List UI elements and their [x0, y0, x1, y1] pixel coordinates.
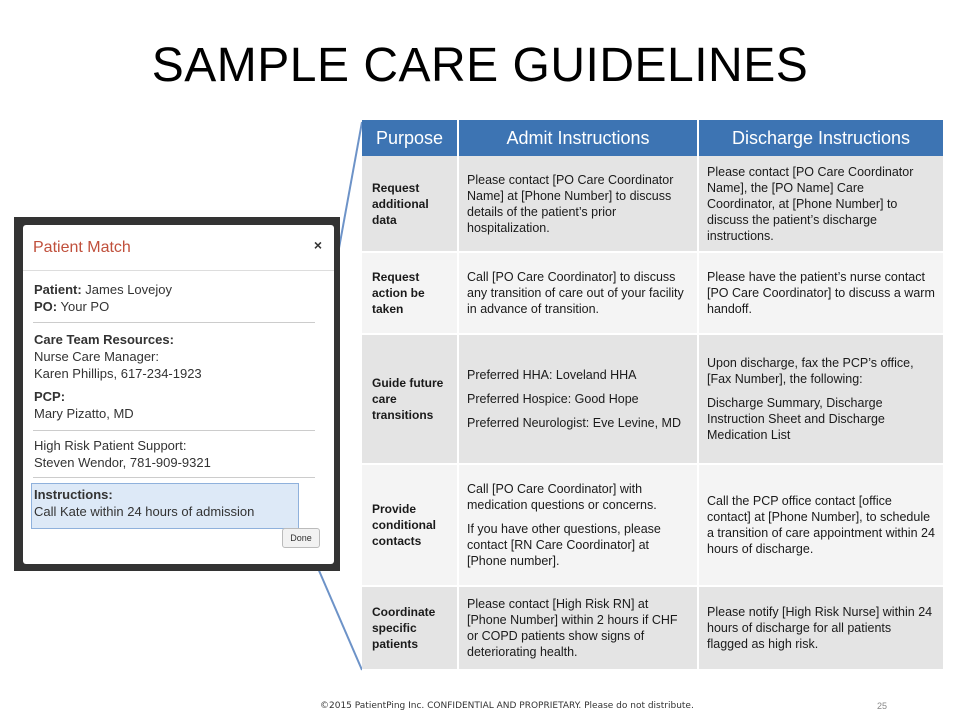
divider: [33, 477, 315, 478]
divider: [33, 322, 315, 323]
admit-cell: Call [PO Care Coordinator] to discuss an…: [458, 252, 699, 335]
divider: [33, 430, 315, 431]
po-label: PO:: [34, 299, 58, 314]
discharge-cell: Please notify [High Risk Nurse] within 2…: [698, 586, 943, 671]
high-risk-section: High Risk Patient Support: Steven Wendor…: [34, 437, 211, 471]
column-header-purpose: Purpose: [362, 120, 459, 156]
patient-name: James Lovejoy: [85, 282, 173, 297]
instructions-section: Instructions: Call Kate within 24 hours …: [34, 486, 254, 520]
admit-text: Preferred Neurologist: Eve Levine, MD: [467, 416, 681, 430]
high-risk-label: High Risk Patient Support:: [34, 438, 187, 453]
discharge-cell: Please have the patient’s nurse contact …: [698, 252, 943, 335]
purpose-cell: Provide conditional contacts: [362, 464, 459, 587]
table-row: Request additional data Please contact […: [362, 156, 943, 253]
discharge-text: Discharge Summary, Discharge Instruction…: [707, 396, 885, 442]
discharge-text: Please notify [High Risk Nurse] within 2…: [707, 605, 933, 651]
patient-label: Patient:: [34, 282, 82, 297]
purpose-cell: Request action be taken: [362, 252, 459, 335]
instructions-highlight: [31, 483, 299, 529]
pcp-section: PCP: Mary Pizatto, MD: [34, 388, 134, 422]
admit-cell: Preferred HHA: Loveland HHA Preferred Ho…: [458, 334, 699, 465]
discharge-text: Upon discharge, fax the PCP’s office, [F…: [707, 356, 914, 386]
admit-text: If you have other questions, please cont…: [467, 522, 661, 568]
discharge-text: Call the PCP office contact [office cont…: [707, 494, 935, 556]
care-team-section: Care Team Resources: Nurse Care Manager:…: [34, 331, 202, 382]
dialog-title: Patient Match: [33, 239, 131, 256]
purpose-cell: Request additional data: [362, 156, 459, 253]
care-manager-contact: Karen Phillips, 617-234-1923: [34, 366, 202, 381]
pcp-value: Mary Pizatto, MD: [34, 406, 134, 421]
purpose-cell: Guide future care transitions: [362, 334, 459, 465]
discharge-text: Please have the patient’s nurse contact …: [707, 270, 935, 316]
patient-section: Patient: James Lovejoy PO: Your PO: [34, 281, 172, 315]
admit-text: Please contact [High Risk RN] at [Phone …: [467, 597, 678, 659]
instructions-label: Instructions:: [34, 487, 113, 502]
page-number: 25: [877, 701, 888, 711]
footer-copyright: ©2015 PatientPing Inc. CONFIDENTIAL AND …: [320, 701, 694, 711]
discharge-text: Please contact [PO Care Coordinator Name…: [707, 164, 914, 243]
admit-text: Preferred HHA: Loveland HHA: [467, 368, 637, 382]
dialog-header: Patient Match ×: [23, 225, 334, 271]
page-title: SAMPLE CARE GUIDELINES: [151, 39, 809, 92]
patient-match-dialog: Patient Match × Patient: James Lovejoy P…: [23, 225, 334, 564]
care-manager-title: Nurse Care Manager:: [34, 349, 159, 364]
table-header-row: Purpose Admit Instructions Discharge Ins…: [362, 120, 943, 156]
pcp-label: PCP:: [34, 389, 66, 404]
admit-cell: Please contact [PO Care Coordinator Name…: [458, 156, 699, 253]
care-team-label: Care Team Resources:: [34, 332, 174, 347]
purpose-cell: Coordinate specific patients: [362, 586, 459, 671]
po-value: Your PO: [60, 299, 110, 314]
admit-cell: Please contact [High Risk RN] at [Phone …: [458, 586, 699, 671]
table-row: Provide conditional contacts Call [PO Ca…: [362, 464, 943, 587]
discharge-cell: Please contact [PO Care Coordinator Name…: [698, 156, 943, 253]
admit-cell: Call [PO Care Coordinator] with medicati…: [458, 464, 699, 587]
table-row: Coordinate specific patients Please cont…: [362, 586, 943, 671]
discharge-cell: Call the PCP office contact [office cont…: [698, 464, 943, 587]
discharge-cell: Upon discharge, fax the PCP’s office, [F…: [698, 334, 943, 465]
admit-text: Call [PO Care Coordinator] to discuss an…: [467, 270, 684, 316]
admit-text: Preferred Hospice: Good Hope: [467, 392, 639, 406]
column-header-discharge: Discharge Instructions: [698, 120, 943, 156]
instructions-value: Call Kate within 24 hours of admission: [34, 504, 255, 519]
close-icon[interactable]: ×: [313, 237, 322, 253]
table-row: Guide future care transitions Preferred …: [362, 334, 943, 465]
done-button[interactable]: Done: [282, 528, 320, 548]
table-row: Request action be taken Call [PO Care Co…: [362, 252, 943, 335]
care-guidelines-table: Purpose Admit Instructions Discharge Ins…: [362, 120, 943, 671]
high-risk-contact: Steven Wendor, 781-909-9321: [34, 455, 211, 470]
column-header-admit: Admit Instructions: [458, 120, 699, 156]
admit-text: Please contact [PO Care Coordinator Name…: [467, 172, 674, 235]
admit-text: Call [PO Care Coordinator] with medicati…: [467, 482, 657, 512]
